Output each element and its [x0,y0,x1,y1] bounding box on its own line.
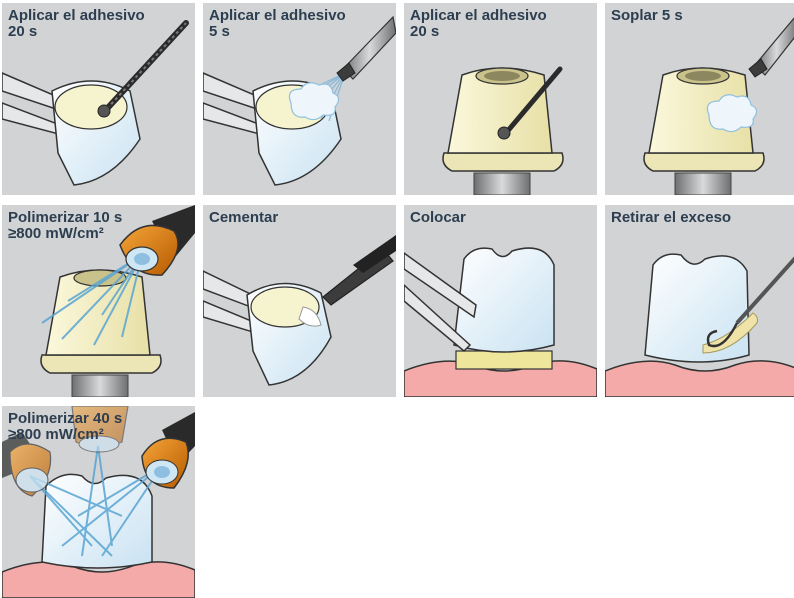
step-panel-6: Cementar [203,205,396,397]
step-panel-7: Colocar [404,205,597,397]
crown-restoration [645,254,749,362]
step-caption: Retirar el exceso [611,210,731,226]
step-caption: Soplar 5 s [611,8,683,24]
implant-post [675,173,731,195]
step-caption: Aplicar el adhesivo 20 s [410,8,547,40]
step-panel-3: Aplicar el adhesivo 20 s [404,3,597,195]
air-syringe [749,17,794,77]
step-panel-8: Retirar el exceso [605,205,794,397]
crown-restoration [247,283,331,385]
step-caption: Cementar [209,210,278,226]
step-caption: Polimerizar 40 s ≥800 mW/cm² [8,411,122,443]
crown-restoration [52,81,140,185]
step-caption: Aplicar el adhesivo 5 s [209,8,346,40]
implant-post [474,173,530,195]
step-panel-2: Aplicar el adhesivo 5 s [203,3,396,195]
cement-syringe [323,235,396,305]
abutment [456,351,552,369]
curing-light-right [142,412,195,488]
step-caption: Aplicar el adhesivo 20 s [8,8,145,40]
step-panel-9: Polimerizar 40 s ≥800 mW/cm² [2,406,195,598]
step-caption: Colocar [410,210,466,226]
step-panel-5: Polimerizar 10 s ≥800 mW/cm² [2,205,195,397]
air-syringe [337,17,396,81]
step-panel-1: Aplicar el adhesivo 20 s [2,3,195,195]
curing-light [120,205,195,275]
gingiva [605,361,794,397]
step-panel-4: Soplar 5 s [605,3,794,195]
step-caption: Polimerizar 10 s ≥800 mW/cm² [8,210,122,242]
abutment [41,270,161,373]
implant-post [72,375,128,397]
